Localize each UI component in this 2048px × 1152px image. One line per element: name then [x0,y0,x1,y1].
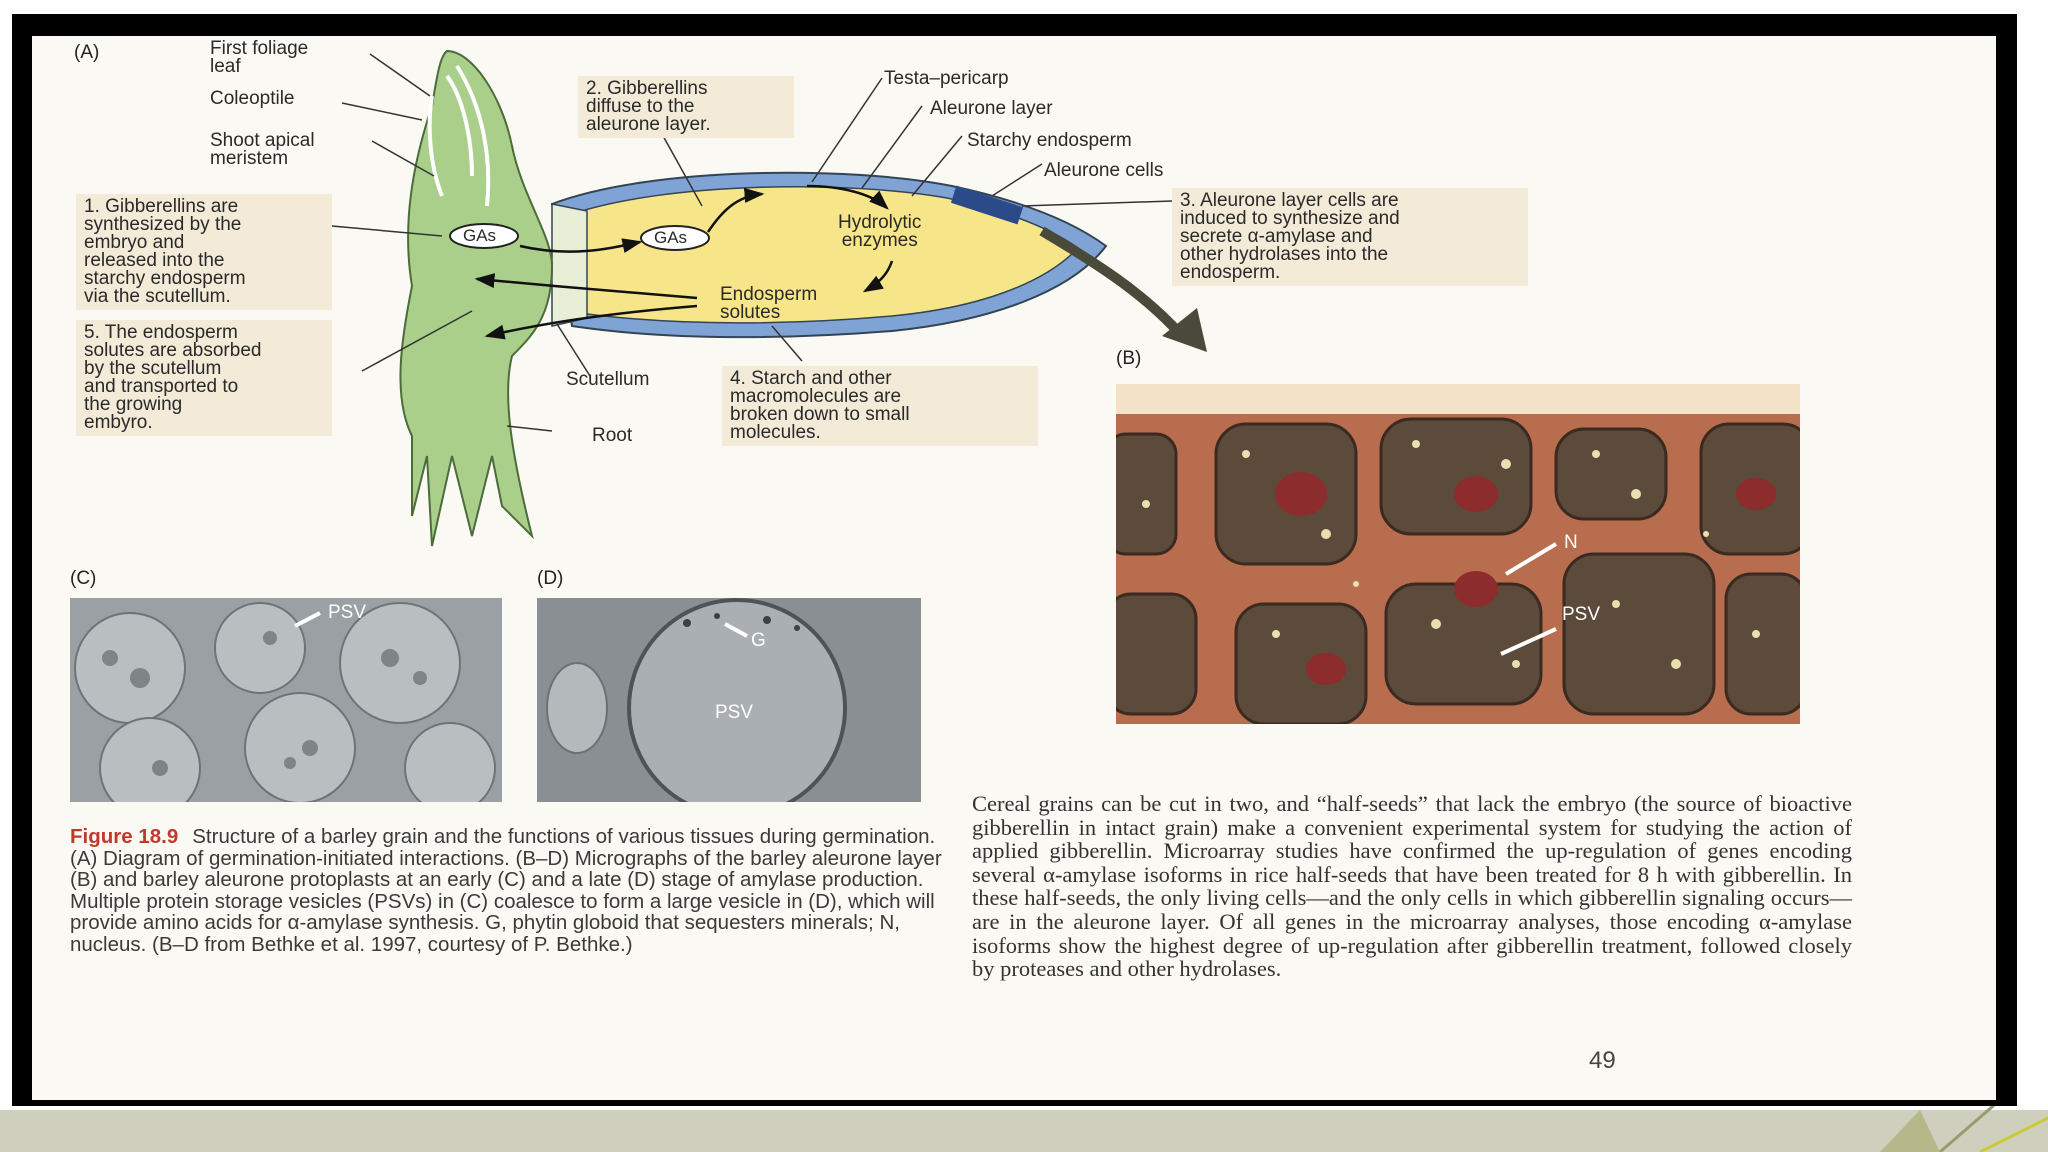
body-paragraph: Cereal grains can be cut in two, and “ha… [972,791,1852,982]
figure-number: Figure 18.9 [70,825,179,848]
arrow-solutes-back-1 [474,273,698,300]
callout-step-1-text: 1. Gibberellins are synthesized by the e… [84,196,246,307]
micrograph-b-cells [1116,384,1800,724]
panel-c-letter: (C) [70,568,97,589]
callout-step-2: 2. Gibberellins diffuse to the aleurone … [578,76,794,138]
scutellum-shape [551,203,588,327]
arrow-to-solutes [862,260,894,293]
aleurone-cells-patch [950,185,1024,225]
embryo-shape [399,49,554,547]
callout-step-4-text: 4. Starch and other macromolecules are b… [730,368,910,443]
label-endosperm-solutes: Endosperm solutes [720,284,818,323]
callout-step-3: 3. Aleurone layer cells are induced to s… [1172,188,1528,286]
micrograph-d: G PSV [537,598,921,802]
micrograph-b: N PSV [1116,384,1800,724]
callout-step-4: 4. Starch and other macromolecules are b… [722,366,1038,446]
micrograph-b-psv-label: PSV [1562,604,1601,625]
label-first-foliage-leaf: First foliage leaf [210,38,309,77]
label-starchy-endosperm: Starchy endosperm [967,130,1132,151]
label-testa-pericarp: Testa–pericarp [884,68,1009,89]
micrograph-d-g-label: G [751,630,766,651]
slide-corner-accent [1880,1100,2048,1152]
arrow-hydrolytic [806,184,889,210]
label-gas-2: GAs [654,228,688,247]
callout-step-2-text: 2. Gibberellins diffuse to the aleurone … [586,78,711,135]
label-aleurone-cells: Aleurone cells [1044,160,1164,181]
panel-b-letter: (B) [1116,348,1142,369]
label-gas-1: GAs [463,226,497,245]
arrow-to-panel-b [1039,226,1186,340]
panel-a-letter: (A) [74,42,100,63]
callout-step-3-text: 3. Aleurone layer cells are induced to s… [1180,190,1400,283]
slide-footer-band [0,1110,2048,1152]
arrow-gas-to-endosperm [519,238,643,254]
label-aleurone-layer: Aleurone layer [930,98,1053,119]
panel-d-letter: (D) [537,568,564,589]
textbook-page: (A) First foliage leaf Coleoptile Shoot … [32,36,1996,1100]
callout-step-1: 1. Gibberellins are synthesized by the e… [76,194,332,310]
micrograph-c-psv-label: PSV [328,602,367,623]
label-root: Root [592,425,633,446]
label-shoot-apical-meristem: Shoot apical meristem [210,130,315,169]
micrograph-b-n-label: N [1564,532,1578,553]
page-number: 49 [1589,1047,1616,1074]
gas-oval-2 [640,225,710,251]
label-scutellum: Scutellum [566,369,650,390]
arrow-to-aleurone [706,187,765,233]
gas-oval-1 [449,223,519,249]
arrow-solutes-back-2 [484,304,698,340]
micrograph-c: PSV [70,598,502,802]
label-hydrolytic-enzymes: Hydrolytic enzymes [838,212,922,251]
micrograph-d-psv-label: PSV [715,702,754,723]
callout-step-5: 5. The endosperm solutes are absorbed by… [76,320,332,436]
barley-grain-diagram [331,49,1207,547]
micrograph-d-vesicle [546,598,847,802]
micrograph-c-protoplasts [74,602,496,802]
callout-step-5-text: 5. The endosperm solutes are absorbed by… [84,322,262,433]
figure-caption-text: Structure of a barley grain and the func… [70,825,942,956]
label-coleoptile: Coleoptile [210,88,295,109]
